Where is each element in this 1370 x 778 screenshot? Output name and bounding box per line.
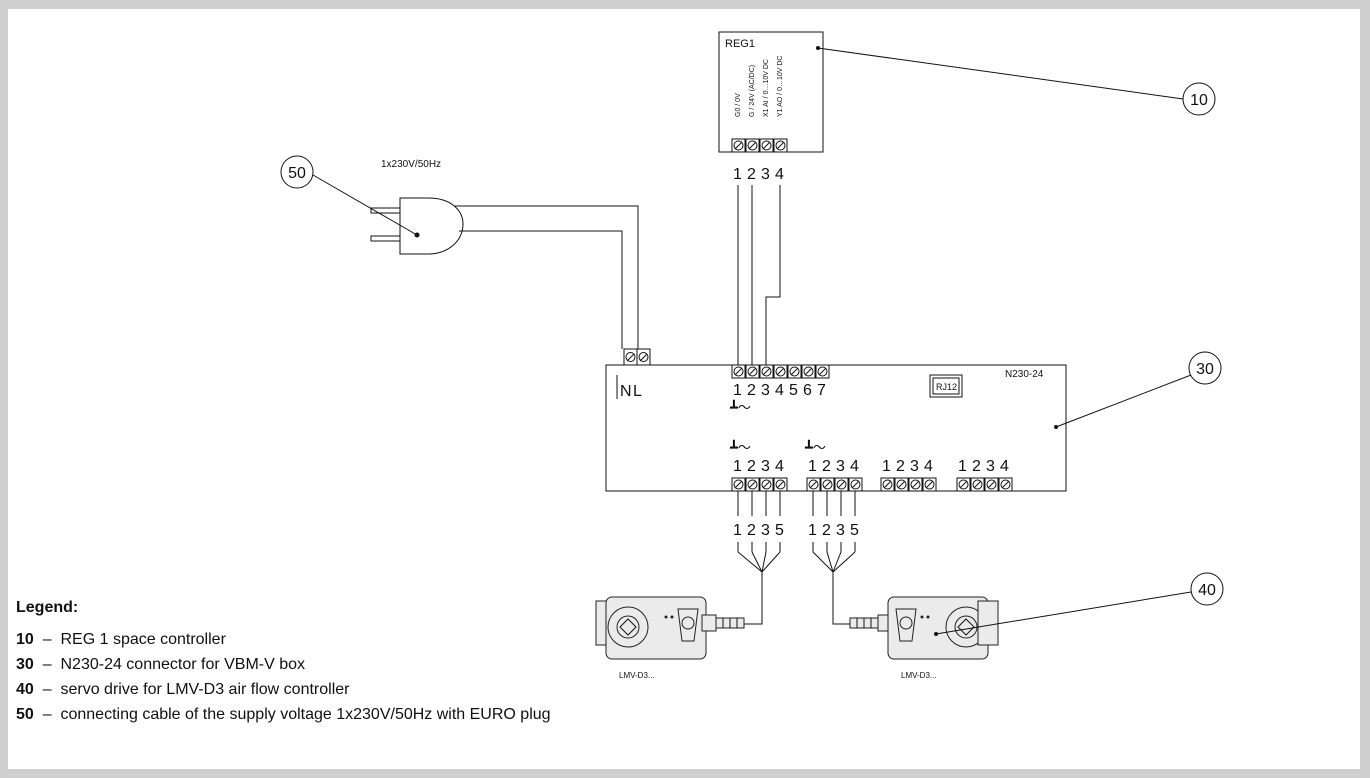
legend-item: 50 – connecting cable of the supply volt… (16, 706, 551, 723)
legend-item-number: 30 (16, 656, 34, 673)
reg1-terminal-number: 1 (733, 166, 742, 183)
output-terminal-number: 3 (910, 458, 919, 475)
reg1-terminal-number: 3 (761, 166, 770, 183)
legend-item: 10 – REG 1 space controller (16, 631, 226, 648)
diagram-frame: REG1 G0 / 0V G / 24V (AC/DC) X1 AI / 0…1… (8, 9, 1360, 769)
callout-30: 30 (1054, 351, 1222, 429)
output-terminal-number: 1 (808, 458, 817, 475)
cable-wire-number: 5 (850, 522, 859, 539)
reg1-terminal-label: X1 AI / 0…10V DC (763, 59, 770, 117)
top-terminal-number: 6 (803, 382, 812, 399)
output-terminal-number: 1 (958, 458, 967, 475)
actuator-label: LMV-D3... (619, 671, 655, 680)
output-terminal-number: 1 (733, 458, 742, 475)
reg1-terminal-number: 4 (775, 166, 784, 183)
wiring-diagram: REG1 G0 / 0V G / 24V (AC/DC) X1 AI / 0…1… (280, 31, 1224, 680)
output-terminal-number: 3 (761, 458, 770, 475)
output-terminal-number: 4 (1000, 458, 1009, 475)
output-terminal-number: 4 (775, 458, 784, 475)
output-terminal-number: 1 (882, 458, 891, 475)
output-terminal-number: 3 (986, 458, 995, 475)
actuator-right: LMV-D3... (849, 596, 999, 680)
cable-wire-number: 1 (733, 522, 742, 539)
top-terminal-number: 1 (733, 382, 742, 399)
cable-wire-number: 3 (836, 522, 845, 539)
reg1-terminal-number: 2 (747, 166, 756, 183)
legend-item-text: N230-24 connector for VBM-V box (60, 656, 306, 673)
legend-title: Legend: (16, 599, 79, 616)
actuator-cable-right: 1 2 3 5 (808, 491, 859, 625)
reg1-title: REG1 (725, 38, 755, 50)
servo-drive-icon (595, 596, 745, 660)
output-group-2: 1 2 3 4 (806, 458, 863, 492)
top-terminal-number: 4 (775, 382, 784, 399)
reg1-terminal-label: Y1 AO / 0…10V DC (777, 56, 784, 117)
reg1-terminal-label: G0 / 0V (735, 93, 742, 117)
cable-wire-number: 2 (822, 522, 831, 539)
legend-item-number: 40 (16, 681, 34, 698)
plug-label: 1x230V/50Hz (381, 159, 441, 170)
euro-plug: 1x230V/50Hz (370, 159, 639, 349)
callout-number: 10 (1190, 92, 1208, 109)
output-terminal-number: 4 (924, 458, 933, 475)
callout-50: 50 (280, 155, 418, 236)
legend-item-text: servo drive for LMV-D3 air flow controll… (60, 681, 350, 698)
rj12-port: RJ12 (929, 374, 963, 398)
reg1-terminal-label: G / 24V (AC/DC) (749, 65, 756, 117)
ground-ac-symbol: ┻～ (729, 399, 751, 415)
l-label: L (633, 383, 642, 400)
n230-title: N230-24 (1005, 369, 1044, 380)
callout-number: 40 (1198, 582, 1216, 599)
cable-wire-number: 1 (808, 522, 817, 539)
legend-item: 40 – servo drive for LMV-D3 air flow con… (16, 681, 350, 698)
callout-10: 10 (816, 46, 1216, 116)
legend-item-number: 50 (16, 706, 34, 723)
n230-24-connector: N230-24 RJ12 N L 1 2 3 4 5 6 7 ┻～ (605, 348, 1067, 492)
legend-item-text: connecting cable of the supply voltage 1… (60, 706, 551, 723)
reg1-terminal-block (731, 138, 788, 153)
output-group-3: 1 2 3 4 (880, 458, 937, 492)
top-terminal-number: 5 (789, 382, 798, 399)
top-terminal-number: 7 (817, 382, 826, 399)
callout-number: 30 (1196, 361, 1214, 378)
n-label: N (620, 383, 632, 400)
output-terminal-number: 2 (747, 458, 756, 475)
n230-top-terminals (731, 364, 830, 379)
servo-drive-icon (849, 596, 999, 660)
output-terminal-number: 4 (850, 458, 859, 475)
callout-number: 50 (288, 165, 306, 182)
legend-item-text: REG 1 space controller (60, 631, 226, 648)
top-terminal-number: 3 (761, 382, 770, 399)
output-terminal-number: 2 (972, 458, 981, 475)
cable-wire-number: 2 (747, 522, 756, 539)
reg1-controller: REG1 G0 / 0V G / 24V (AC/DC) X1 AI / 0…1… (718, 31, 824, 183)
output-terminal-number: 3 (836, 458, 845, 475)
ground-ac-symbol: ┻～ (729, 439, 751, 455)
actuator-cable-left: 1 2 3 5 (733, 491, 784, 625)
legend-item-number: 10 (16, 631, 34, 648)
callout-40: 40 (934, 572, 1224, 636)
legend-item: 30 – N230-24 connector for VBM-V box (16, 656, 306, 673)
output-terminal-number: 2 (822, 458, 831, 475)
cable-wire-number: 3 (761, 522, 770, 539)
top-terminal-number: 2 (747, 382, 756, 399)
reg1-wires (737, 185, 781, 365)
output-terminal-number: 2 (896, 458, 905, 475)
cable-wire-number: 5 (775, 522, 784, 539)
output-group-1: 1 2 3 4 (731, 458, 788, 492)
actuator-label: LMV-D3... (901, 671, 937, 680)
actuator-left: LMV-D3... (595, 596, 745, 680)
output-group-4: 1 2 3 4 (956, 458, 1013, 492)
rj12-label: RJ12 (936, 382, 957, 392)
legend: Legend: 10 – REG 1 space controller 30 –… (16, 599, 916, 727)
ground-ac-symbol: ┻～ (804, 439, 826, 455)
